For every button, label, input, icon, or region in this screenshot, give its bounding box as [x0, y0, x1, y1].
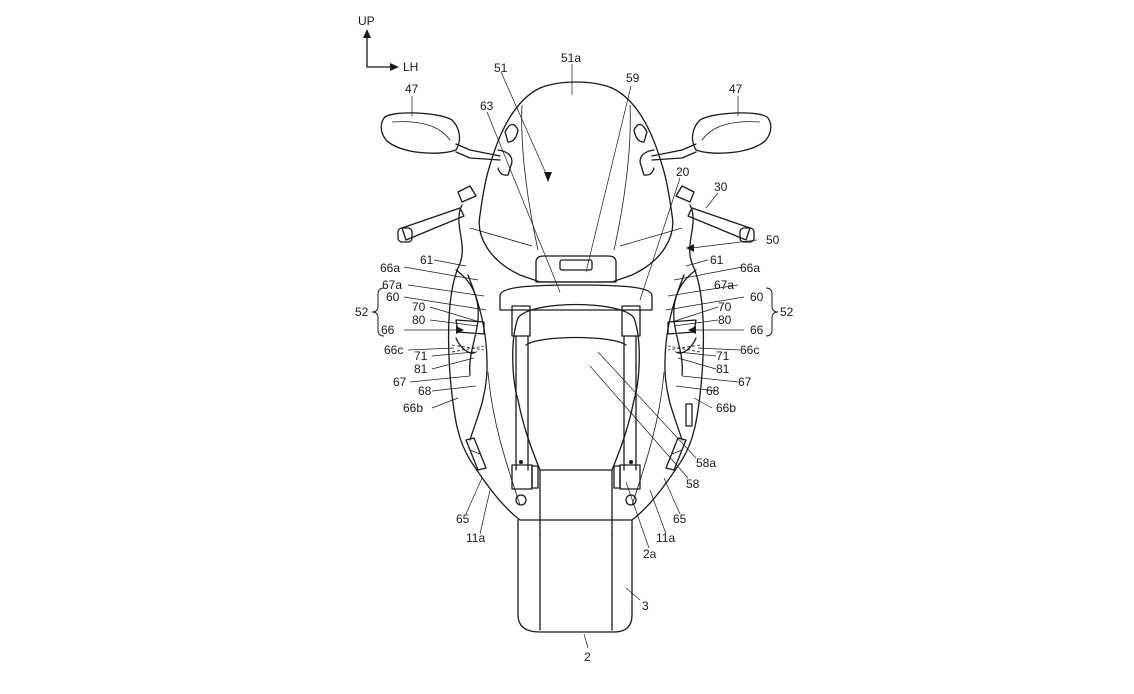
- label-2a: 2a: [643, 547, 657, 561]
- label-30: 30: [714, 180, 728, 194]
- label-58a: 58a: [696, 456, 716, 470]
- brace-52-right: [765, 287, 779, 337]
- lower-vent-left: [465, 437, 487, 471]
- fairing-body: [447, 204, 705, 521]
- label-67-right: 67: [738, 375, 752, 389]
- label-65-right: 65: [673, 512, 687, 526]
- label-68-left: 68: [418, 384, 432, 398]
- label-52-left: 52: [355, 305, 369, 319]
- label-60-right: 60: [750, 290, 764, 304]
- label-66c-right: 66c: [740, 343, 759, 357]
- up-label: UP: [358, 14, 375, 28]
- mirror-left: [380, 112, 513, 176]
- front-fender: [499, 284, 653, 536]
- label-66a-left: 66a: [380, 261, 400, 275]
- label-80-right: 80: [718, 313, 732, 327]
- label-47-right: 47: [729, 82, 743, 96]
- label-81-left: 81: [414, 362, 428, 376]
- lower-vent-right: [665, 403, 693, 471]
- label-66b-left: 66b: [403, 401, 423, 415]
- label-60-left: 60: [386, 290, 400, 304]
- direction-indicator: UP LH: [358, 14, 418, 74]
- label-68-right: 68: [706, 384, 720, 398]
- label-61-left: 61: [420, 253, 434, 267]
- label-70-left: 70: [412, 300, 426, 314]
- reference-numerals: 51a 51 59 47 47 63 20 30 50 61 61 66a 66…: [355, 51, 794, 664]
- label-65-left: 65: [456, 512, 470, 526]
- label-51a: 51a: [561, 51, 581, 65]
- label-61-right: 61: [710, 253, 724, 267]
- front-tire-lower: [517, 519, 633, 633]
- label-11a-left: 11a: [466, 531, 485, 545]
- windscreen: [479, 81, 673, 251]
- label-66b-right: 66b: [716, 401, 736, 415]
- label-51: 51: [494, 61, 508, 75]
- front-fork: [511, 305, 641, 506]
- label-70-right: 70: [718, 300, 732, 314]
- label-52-right: 52: [780, 305, 794, 319]
- label-66c-left: 66c: [384, 343, 403, 357]
- label-80-left: 80: [412, 313, 426, 327]
- mirror-right: [639, 112, 772, 176]
- label-11a-right: 11a: [656, 531, 675, 545]
- label-67a-left: 67a: [382, 278, 402, 292]
- upper-cowl: [469, 214, 683, 283]
- label-67-left: 67: [393, 375, 407, 389]
- label-3: 3: [642, 599, 649, 613]
- leader-lines: [403, 64, 758, 649]
- label-66-right: 66: [750, 323, 764, 337]
- label-81-right: 81: [716, 362, 730, 376]
- label-66-left: 66: [381, 323, 395, 337]
- label-66a-right: 66a: [740, 261, 760, 275]
- side-cowl-right: [667, 269, 701, 376]
- label-20: 20: [676, 165, 690, 179]
- label-71-right: 71: [716, 349, 730, 363]
- handlebar-left: [397, 185, 477, 243]
- label-2: 2: [584, 650, 591, 664]
- lh-label: LH: [403, 60, 418, 74]
- brace-52-left: [371, 287, 385, 337]
- label-50: 50: [766, 233, 780, 247]
- label-59: 59: [626, 71, 640, 85]
- label-47-left: 47: [405, 82, 419, 96]
- label-63: 63: [480, 99, 494, 113]
- handlebar-right: [675, 185, 755, 243]
- label-67a-right: 67a: [714, 278, 734, 292]
- label-58: 58: [686, 477, 700, 491]
- label-71-left: 71: [414, 349, 428, 363]
